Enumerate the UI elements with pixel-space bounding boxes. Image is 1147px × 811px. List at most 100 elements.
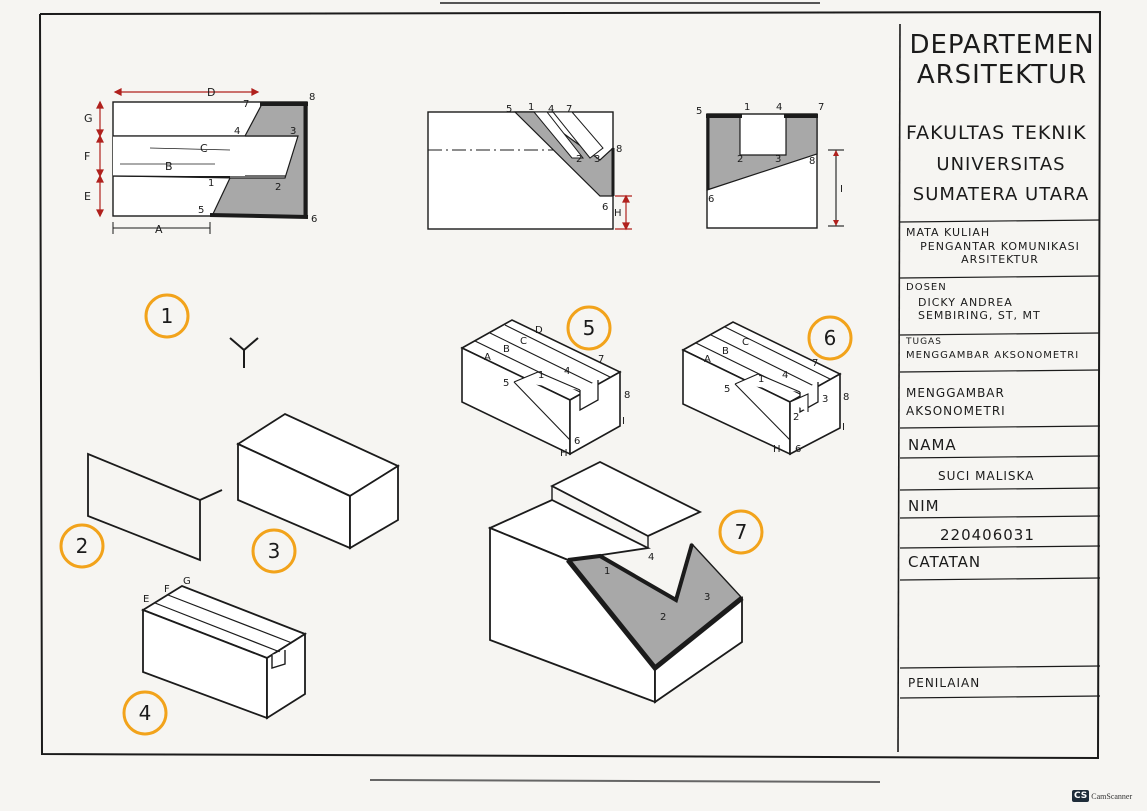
step-7-labels: 1 4 2 3	[604, 552, 710, 623]
task-value: MENGGAMBAR AKSONOMETRI	[906, 350, 1080, 361]
side-view-drawing: 5 1 4 7 2 3 8 6 I	[696, 102, 844, 229]
course-value: PENGANTAR KOMUNIKASI ARSITEKTUR	[920, 240, 1080, 266]
camscanner-watermark: CS CamScanner	[1072, 790, 1132, 802]
task-label: TUGAS	[906, 337, 942, 347]
s5-8: 8	[624, 390, 630, 401]
s7-1: 1	[604, 566, 610, 577]
dim-label-d: D	[207, 86, 215, 99]
s4-label-g: G	[183, 576, 191, 587]
camscanner-text: CamScanner	[1091, 791, 1133, 801]
s6-6: 6	[795, 444, 801, 455]
s6-5: 5	[724, 384, 730, 395]
step-number-5: 5	[583, 316, 596, 340]
s4-label-f: F	[164, 584, 170, 595]
s6-h: H	[773, 444, 781, 455]
s6-i: I	[842, 422, 845, 433]
step-number-2: 2	[76, 534, 89, 558]
dim-label-f: F	[84, 150, 90, 163]
step-number-4: 4	[139, 701, 152, 725]
fv-pt-5: 5	[506, 104, 512, 115]
pt-2: 2	[275, 182, 281, 193]
nim-value: 220406031	[940, 526, 1035, 544]
s5-5: 5	[503, 378, 509, 389]
fv-pt-1: 1	[528, 102, 534, 113]
scan-mark-bottom	[369, 779, 881, 783]
lecturer-label: DOSEN	[906, 282, 947, 293]
title-block-grid	[899, 219, 1101, 699]
notes-label: CATATAN	[908, 553, 982, 571]
sv-pt-1: 1	[744, 102, 750, 113]
sv-pt-3: 3	[775, 154, 781, 165]
step-number-6: 6	[824, 326, 837, 350]
s5-h: H	[560, 448, 568, 459]
s5-b: B	[503, 344, 510, 355]
dim-label-g: G	[84, 112, 93, 125]
dim-label-a: A	[155, 223, 163, 236]
fv-pt-2: 2	[576, 154, 582, 165]
fv-pt-7: 7	[566, 104, 572, 115]
s7-4: 4	[648, 552, 654, 563]
dim-label-b: B	[165, 160, 173, 173]
s6-8: 8	[843, 392, 849, 403]
step-number-1: 1	[161, 304, 174, 328]
name-label: NAMA	[908, 436, 957, 454]
step-1-axes	[229, 337, 259, 368]
step-4-box	[140, 584, 307, 720]
department-title: DEPARTEMEN ARSITEKTUR	[909, 30, 1095, 90]
step-6-box	[681, 321, 842, 456]
title-block-divider	[897, 23, 901, 753]
step-3-box	[236, 412, 400, 550]
s6-4: 4	[782, 370, 788, 381]
step-circles	[59, 293, 853, 736]
step-number-3: 3	[268, 539, 281, 563]
s6-b: B	[722, 346, 729, 357]
pt-1: 1	[208, 178, 214, 189]
grade-label: PENILAIAN	[908, 676, 981, 690]
pt-5: 5	[198, 205, 204, 216]
pt-8: 8	[309, 92, 315, 103]
pt-4: 4	[234, 126, 240, 137]
course-label: MATA KULIAH	[906, 226, 991, 239]
sv-pt-7: 7	[818, 102, 824, 113]
s5-d: D	[535, 325, 543, 336]
sv-pt-6: 6	[708, 194, 714, 205]
top-view-drawing: D G F E A C B 7 8 4 3 1 2 5 6	[84, 86, 317, 236]
sv-pt-5: 5	[696, 106, 702, 117]
s6-3: 3	[822, 394, 828, 405]
sheet-border	[39, 10, 1102, 760]
s5-4: 4	[564, 366, 570, 377]
sv-dim-i: I	[840, 184, 843, 195]
step-2-face	[87, 452, 223, 562]
s5-a: A	[484, 352, 491, 363]
s6-a: A	[704, 354, 711, 365]
fv-pt-3: 3	[594, 154, 600, 165]
s5-c: C	[520, 336, 527, 347]
lecturer-value: DICKY ANDREA SEMBIRING, ST, MT	[918, 296, 1041, 322]
sv-pt-8: 8	[809, 156, 815, 167]
step-5-labels: A B C D 5 1 4 7 8 I H 6	[484, 325, 630, 459]
s7-3: 3	[704, 592, 710, 603]
fv-pt-4: 4	[548, 104, 554, 115]
university-title: UNIVERSITAS SUMATERA UTARA	[912, 154, 1090, 205]
sv-pt-4: 4	[776, 102, 782, 113]
s5-i: I	[622, 416, 625, 427]
s5-1: 1	[538, 370, 544, 381]
dim-label-e: E	[84, 190, 91, 203]
camscanner-badge: CS	[1072, 790, 1090, 802]
drawing-title: MENGGAMBAR AKSONOMETRI	[906, 386, 1006, 418]
s7-2: 2	[660, 612, 666, 623]
nim-label: NIM	[908, 497, 940, 515]
name-value: SUCI MALISKA	[938, 469, 1035, 483]
fv-pt-8: 8	[616, 144, 622, 155]
step-number-7: 7	[735, 520, 748, 544]
s5-6: 6	[574, 436, 580, 447]
s6-1: 1	[758, 374, 764, 385]
fv-pt-6: 6	[602, 202, 608, 213]
dim-label-c: C	[200, 142, 208, 155]
step-6-labels: A B C 5 1 4 7 8 2 3 I H 6	[704, 337, 849, 455]
pt-7: 7	[243, 99, 249, 110]
pt-3: 3	[290, 126, 296, 137]
pt-6: 6	[311, 214, 317, 225]
front-view-drawing: 5 1 4 7 2 3 8 6 H	[427, 102, 632, 231]
